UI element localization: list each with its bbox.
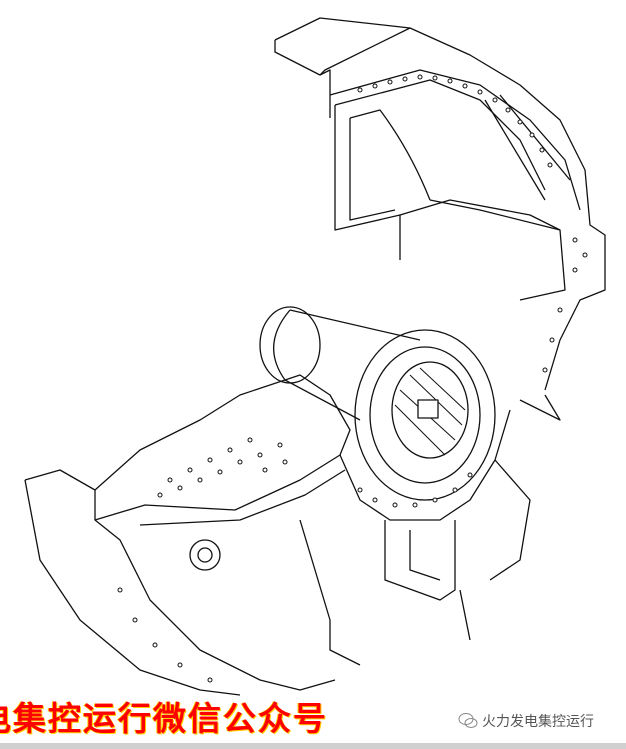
rivets-upper <box>357 74 588 373</box>
fan-cutaway-drawing <box>24 17 606 696</box>
watermark-text: 火力发电集控运行 <box>482 714 594 730</box>
rivets-lower <box>117 437 473 683</box>
bottom-divider <box>0 743 626 749</box>
wechat-watermark: 火力发电集控运行 <box>458 711 594 731</box>
lower-casing <box>24 374 561 696</box>
watermark-caption: 电集控运行微信公众号 <box>0 699 328 738</box>
rotor-hub <box>259 306 496 501</box>
wechat-icon <box>458 713 478 728</box>
upper-casing <box>274 17 606 391</box>
